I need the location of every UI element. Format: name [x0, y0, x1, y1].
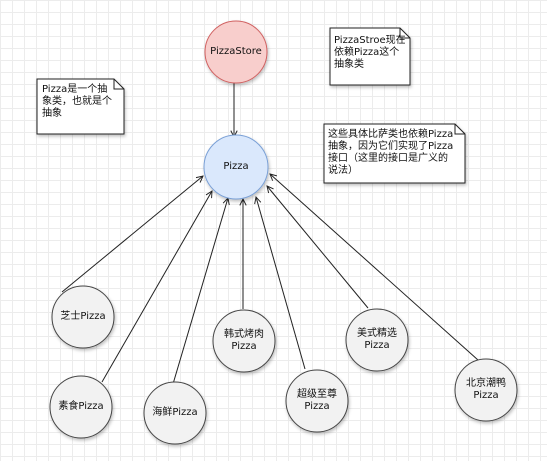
label-korean-bbq-pizza: 韩式烤肉 Pizza	[224, 329, 264, 352]
label-veggie-pizza: 素食Pizza	[58, 401, 104, 412]
node-pizza-store	[204, 20, 268, 84]
label-pizza: Pizza	[223, 161, 249, 172]
label-supreme-pizza: 超级至尊 Pizza	[297, 389, 337, 412]
edge-seafood-to-pizza	[172, 198, 228, 385]
note-store-depends-fold	[399, 28, 410, 39]
edge-cheese-to-pizza	[61, 176, 203, 293]
node-american-pizza	[345, 308, 409, 372]
node-korean-bbq-pizza	[212, 309, 276, 373]
note-concrete-depends-shape	[323, 123, 466, 184]
note-store-depends-text: PizzaStroe现在 依赖Pizza这个 抽象类	[334, 35, 406, 70]
edge-veggie-to-pizza	[101, 191, 212, 383]
note-concrete-depends-fold	[454, 124, 465, 135]
note-store-depends-shape	[329, 27, 411, 86]
note-pizza-abstract-shape	[36, 78, 125, 135]
label-beijing-duck-pizza: 北京潮鸭 Pizza	[466, 378, 506, 401]
label-american-pizza: 美式精选 Pizza	[357, 328, 397, 351]
node-pizza	[203, 134, 269, 200]
edge-supreme-to-pizza	[256, 197, 306, 370]
node-veggie-pizza	[49, 375, 113, 439]
node-beijing-duck-pizza	[454, 358, 518, 422]
node-cheese-pizza	[51, 285, 115, 349]
edge-american-to-pizza	[267, 186, 369, 309]
note-concrete-depends-text: 这些具体比萨类也依赖Pizza 抽象，因为它们实现了Pizza 接口（这里的接口…	[328, 129, 454, 176]
node-supreme-pizza	[285, 369, 349, 433]
label-cheese-pizza: 芝士Pizza	[60, 311, 106, 322]
label-pizza-store: PizzaStore	[210, 46, 262, 57]
label-seafood-pizza: 海鲜Pizza	[152, 407, 198, 418]
note-pizza-abstract-fold	[113, 79, 124, 90]
note-pizza-abstract-text: Pizza是一个抽 象类，也就是个 抽象	[42, 84, 112, 119]
edge-beijing-to-pizza	[270, 174, 479, 361]
node-seafood-pizza	[143, 381, 207, 445]
